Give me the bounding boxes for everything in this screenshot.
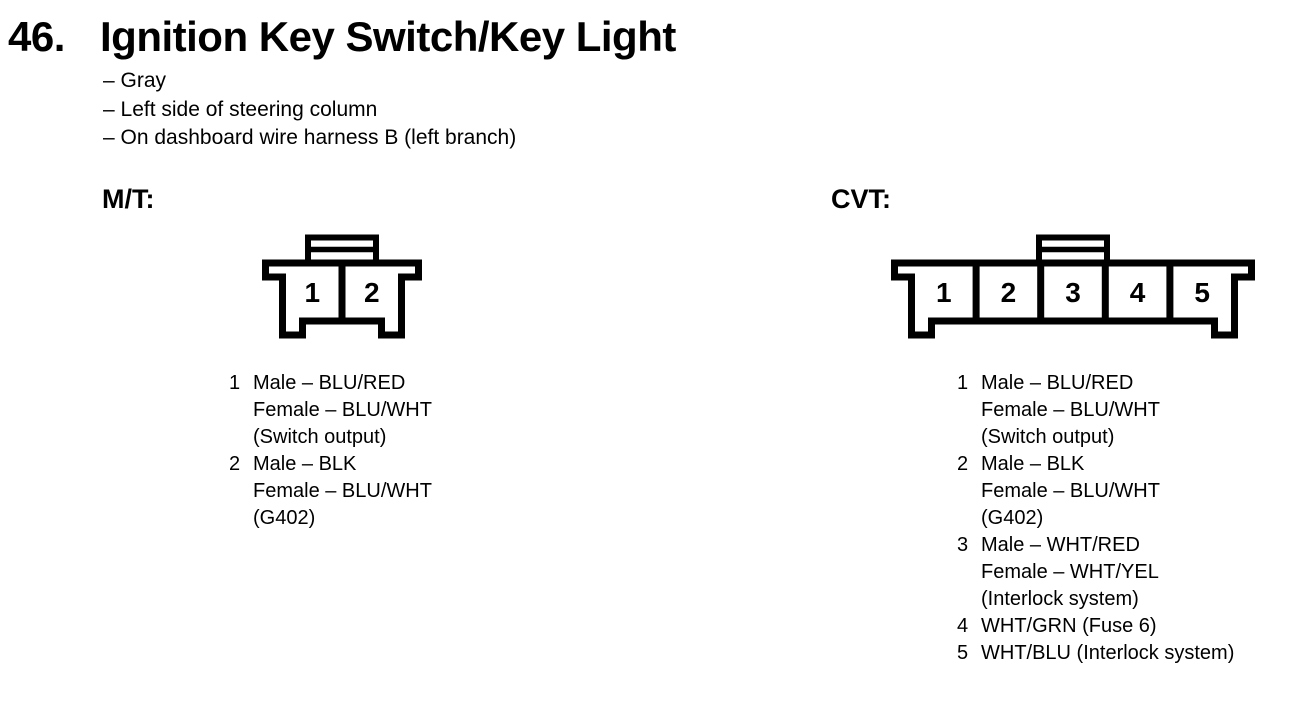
pin-entry: 5 WHT/BLU (Interlock system) [957, 640, 1234, 667]
page-title: Ignition Key Switch/Key Light [100, 13, 676, 60]
pin-cavity-1: 1 [304, 277, 320, 308]
connector-notes: – Gray – Left side of steering column – On… [103, 67, 516, 153]
pin-cavity-5: 5 [1194, 277, 1210, 308]
pin-number: 1 [229, 372, 241, 394]
pin-number: 2 [229, 453, 241, 475]
pin-cavity-4: 4 [1130, 277, 1146, 308]
item-number: 46. [8, 13, 65, 60]
pin-number: 5 [957, 642, 969, 664]
section-label-mt: M/T: [102, 184, 155, 214]
pin-number: 1 [957, 372, 969, 394]
connector-housing [891, 259, 1255, 339]
pin-cavity-2: 2 [1001, 277, 1017, 308]
pin-number: 4 [957, 615, 969, 637]
pin-cavity-2: 2 [364, 277, 380, 308]
note-line: – Gray [103, 69, 167, 92]
connector-diagram-cvt: 1 2 3 4 5 [891, 234, 1255, 339]
section-label-cvt: CVT: [831, 184, 891, 214]
pin-number: 2 [957, 453, 969, 475]
pin-cavity-3: 3 [1065, 277, 1081, 308]
pin-description: WHT/GRN (Fuse 6) [981, 615, 1157, 637]
pin-number: 3 [957, 534, 969, 556]
note-line: – Left side of steering column [103, 97, 378, 121]
pin-entry: 4 WHT/GRN (Fuse 6) [957, 613, 1234, 640]
pin-cavity-1: 1 [936, 277, 952, 308]
pin-description: WHT/BLU (Interlock system) [981, 642, 1235, 664]
note-line: – On dashboard wire harness B (left bran… [103, 126, 517, 149]
